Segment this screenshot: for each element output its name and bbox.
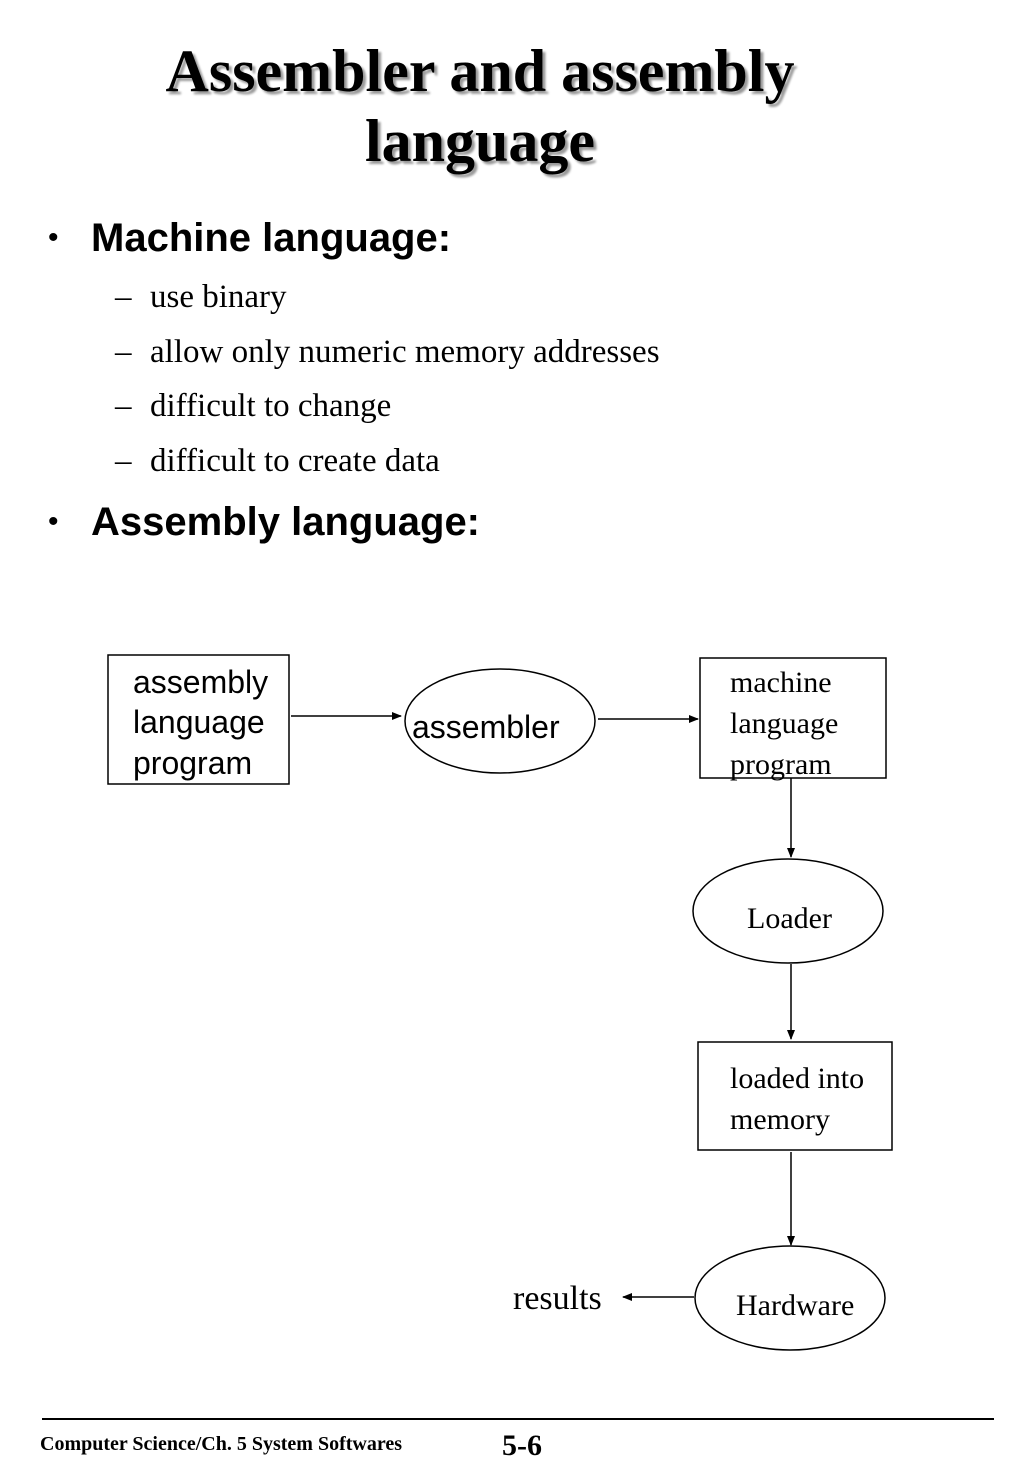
slide-title: Assembler and assembly language [0, 36, 960, 176]
sub-bullet-marker: – [115, 334, 132, 370]
assembly-program-label: assembly language program [133, 664, 277, 781]
sub-bullet-text: allow only numeric memory addresses [150, 334, 660, 370]
sub-bullet-use-binary: –use binary [115, 277, 287, 317]
assembly-program-box [107, 654, 290, 785]
hardware-ellipse [694, 1245, 886, 1351]
machine-program-box [699, 657, 887, 779]
sub-bullet-text: difficult to change [150, 388, 392, 424]
sub-bullet-text: use binary [150, 279, 287, 315]
loaded-memory-label: loaded into memory [730, 1062, 872, 1136]
bullet-assembly-language: • Assembly language: [48, 498, 480, 546]
sub-bullet-difficult-change: –difficult to change [115, 386, 391, 426]
results-label: results [513, 1280, 602, 1317]
bullet-marker: • [48, 505, 59, 538]
loader-ellipse [692, 858, 884, 964]
slide-title-line-2: language [364, 108, 596, 174]
assembler-label: assembler [412, 709, 560, 745]
sub-bullet-difficult-data: –difficult to create data [115, 441, 440, 481]
assembler-ellipse [404, 668, 596, 774]
sub-bullet-marker: – [115, 443, 132, 479]
bullet-marker: • [48, 221, 59, 254]
slide-title-line-1: Assembler and assembly [165, 38, 795, 104]
sub-bullet-marker: – [115, 279, 132, 315]
bullet-machine-language: • Machine language: [48, 214, 451, 262]
footer-divider [42, 1418, 994, 1420]
footer-page-number: 5-6 [502, 1429, 542, 1462]
hardware-label: Hardware [736, 1289, 854, 1322]
footer-course: Computer Science/Ch. 5 System Softwares [40, 1433, 403, 1455]
sub-bullet-numeric-addresses: –allow only numeric memory addresses [115, 332, 660, 372]
loaded-memory-box [697, 1041, 893, 1151]
bullet-label: Assembly language: [91, 500, 481, 544]
machine-program-label: machine language program [730, 666, 846, 781]
sub-bullet-marker: – [115, 388, 132, 424]
loader-label: Loader [747, 902, 832, 935]
bullet-label: Machine language: [91, 216, 452, 260]
sub-bullet-text: difficult to create data [150, 443, 440, 479]
